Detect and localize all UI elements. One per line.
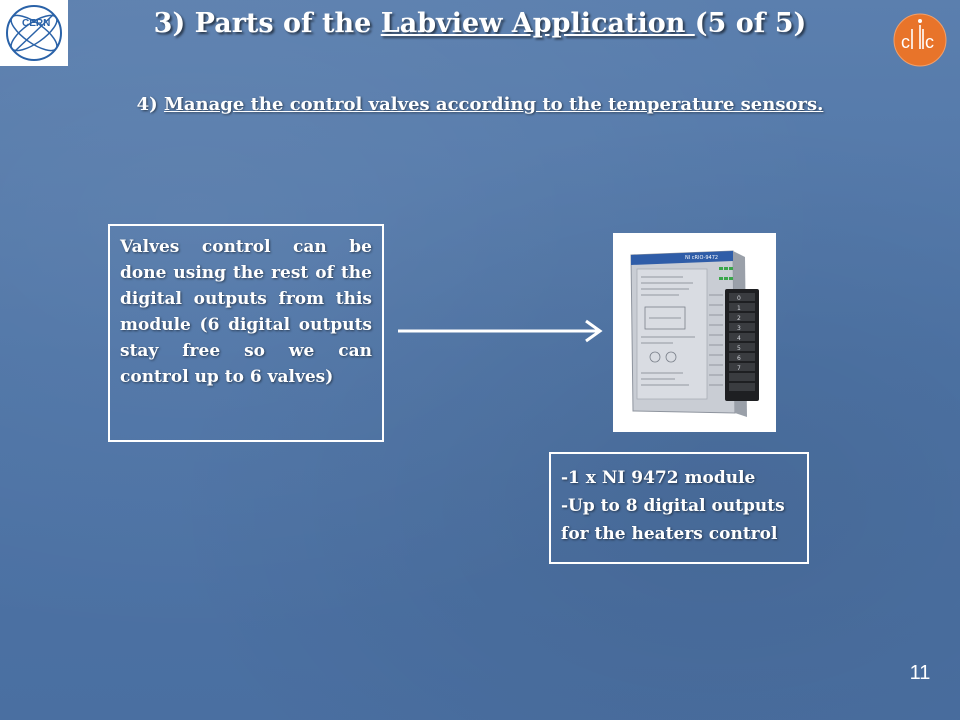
cern-logo-text: CERN [22, 18, 50, 29]
module-info-line-3: for the heaters control [561, 524, 778, 544]
clic-logo: c c [893, 13, 947, 67]
cern-logo: CERN [0, 0, 68, 66]
svg-text:3: 3 [737, 325, 741, 332]
right-arrow-icon [398, 316, 604, 346]
svg-text:7: 7 [737, 365, 741, 372]
svg-text:5: 5 [737, 345, 741, 352]
svg-text:4: 4 [737, 335, 741, 342]
module-info-box: -1 x NI 9472 module -Up to 8 digital out… [549, 452, 809, 564]
title-prefix: 3) Parts of the [153, 8, 381, 39]
module-info-line-2: -Up to 8 digital outputs [561, 496, 785, 516]
svg-text:1: 1 [737, 305, 741, 312]
svg-text:0: 0 [737, 295, 741, 302]
module-label-text: NI cRIO-9472 [685, 255, 718, 261]
ni-9472-module-image: 0 1 2 3 4 5 6 7 NI cRIO-9472 [613, 233, 776, 432]
svg-text:2: 2 [737, 315, 741, 322]
module-info-line-1: -1 x NI 9472 module [561, 468, 756, 488]
slide-title: 3) Parts of the Labview Application (5 o… [0, 8, 960, 39]
valves-description-text: Valves control can be done using the res… [120, 237, 372, 387]
title-suffix: (5 of 5) [694, 8, 807, 39]
slide-subtitle: 4) Manage the control valves according t… [0, 94, 960, 115]
page-number: 11 [909, 662, 931, 684]
title-underlined: Labview Application [380, 8, 695, 39]
subtitle-prefix: 4) [136, 94, 164, 115]
svg-text:6: 6 [737, 355, 741, 362]
svg-text:c: c [925, 32, 934, 52]
svg-text:c: c [901, 32, 910, 52]
subtitle-underlined: Manage the control valves according to t… [163, 94, 824, 115]
valves-description-box: Valves control can be done using the res… [108, 224, 384, 442]
